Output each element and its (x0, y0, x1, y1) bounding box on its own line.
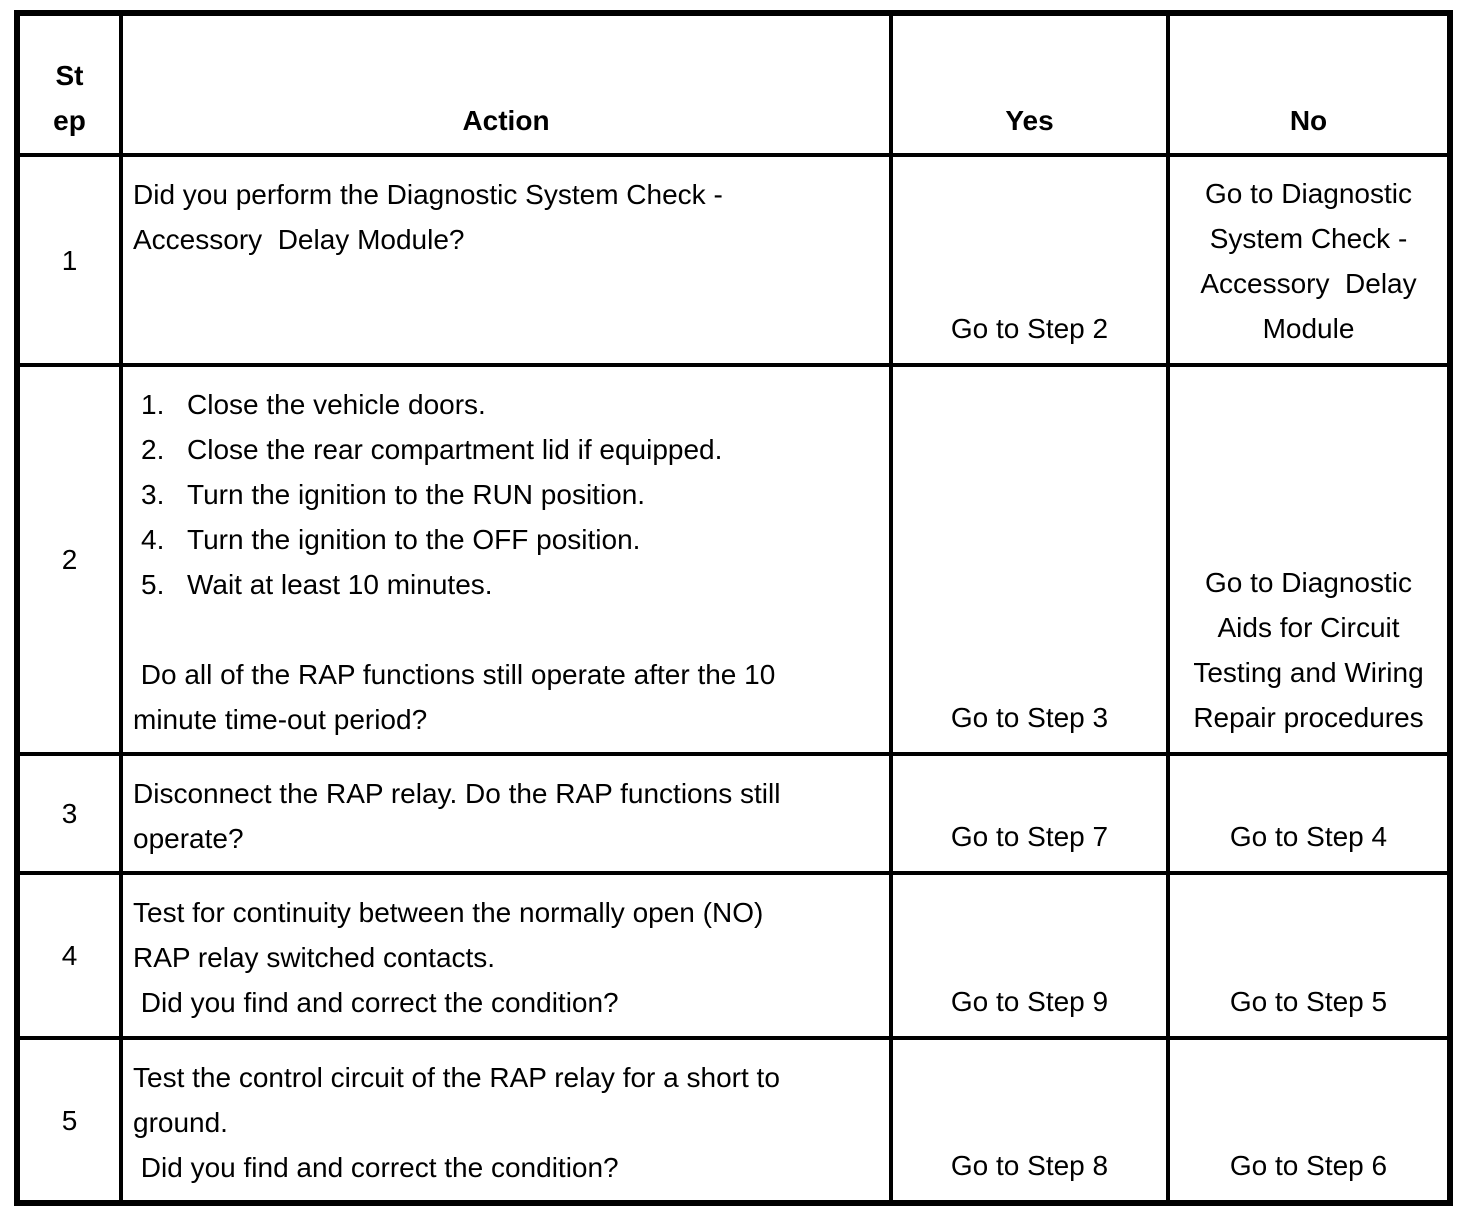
step-number: 4 (15, 871, 123, 1040)
action-cell: Disconnect the RAP relay. Do the RAP fun… (119, 752, 893, 875)
yes-cell: Go to Step 7 (889, 752, 1170, 875)
yes-cell: Go to Step 3 (889, 363, 1170, 756)
no-cell: Go to Step 5 (1166, 871, 1452, 1040)
yes-cell: Go to Step 9 (889, 871, 1170, 1040)
table-row: 3 Disconnect the RAP relay. Do the RAP f… (15, 752, 1452, 875)
action-text: Did you perform the Diagnostic System Ch… (133, 179, 723, 255)
list-item-number: 2. (141, 434, 165, 465)
action-text: Test for continuity between the normally… (133, 897, 764, 1018)
table-row: 1 Did you perform the Diagnostic System … (15, 153, 1452, 367)
list-item-text: Turn the ignition to the OFF position. (187, 524, 641, 555)
action-cell: Test for continuity between the normally… (119, 871, 893, 1040)
list-item-text: Turn the ignition to the RUN position. (187, 479, 646, 510)
list-item: 2. Close the rear compartment lid if equ… (141, 427, 867, 472)
column-header-step: St ep (15, 11, 123, 157)
header-row: St ep Action Yes No (15, 11, 1452, 157)
no-cell: Go to Step 6 (1166, 1036, 1452, 1205)
table-row: 2 1. Close the vehicle doors. 2. Close t… (15, 363, 1452, 756)
no-cell: Go to Diagnostic Aids for Circuit Testin… (1166, 363, 1452, 756)
list-item: 5. Wait at least 10 minutes. (141, 562, 867, 607)
no-cell: Go to Step 4 (1166, 752, 1452, 875)
table-row: 5 Test the control circuit of the RAP re… (15, 1036, 1452, 1205)
yes-cell: Go to Step 2 (889, 153, 1170, 367)
list-item: 1. Close the vehicle doors. (141, 382, 867, 427)
diagnostic-steps-table: St ep Action Yes No 1 Did you perform th… (14, 10, 1453, 1206)
action-text: Disconnect the RAP relay. Do the RAP fun… (133, 778, 781, 854)
step-number: 5 (15, 1036, 123, 1205)
list-item-text: Close the vehicle doors. (187, 389, 486, 420)
step-number: 3 (15, 752, 123, 875)
list-item-number: 4. (141, 524, 165, 555)
action-cell: 1. Close the vehicle doors. 2. Close the… (119, 363, 893, 756)
list-item-number: 1. (141, 389, 165, 420)
action-numbered-list: 1. Close the vehicle doors. 2. Close the… (133, 382, 867, 607)
table-row: 4 Test for continuity between the normal… (15, 871, 1452, 1040)
list-item: 3. Turn the ignition to the RUN position… (141, 472, 867, 517)
action-text: Test the control circuit of the RAP rela… (133, 1062, 780, 1183)
column-header-action: Action (119, 11, 893, 157)
step-number: 1 (15, 153, 123, 367)
action-cell: Test the control circuit of the RAP rela… (119, 1036, 893, 1205)
list-item-text: Wait at least 10 minutes. (187, 569, 493, 600)
column-header-yes: Yes (889, 11, 1170, 157)
column-header-no: No (1166, 11, 1452, 157)
yes-cell: Go to Step 8 (889, 1036, 1170, 1205)
action-cell: Did you perform the Diagnostic System Ch… (119, 153, 893, 367)
list-item-number: 5. (141, 569, 165, 600)
step-number: 2 (15, 363, 123, 756)
list-item-text: Close the rear compartment lid if equipp… (187, 434, 723, 465)
no-cell: Go to Diagnostic System Check - Accessor… (1166, 153, 1452, 367)
list-item: 4. Turn the ignition to the OFF position… (141, 517, 867, 562)
action-question: Do all of the RAP functions still operat… (133, 659, 776, 735)
list-item-number: 3. (141, 479, 165, 510)
